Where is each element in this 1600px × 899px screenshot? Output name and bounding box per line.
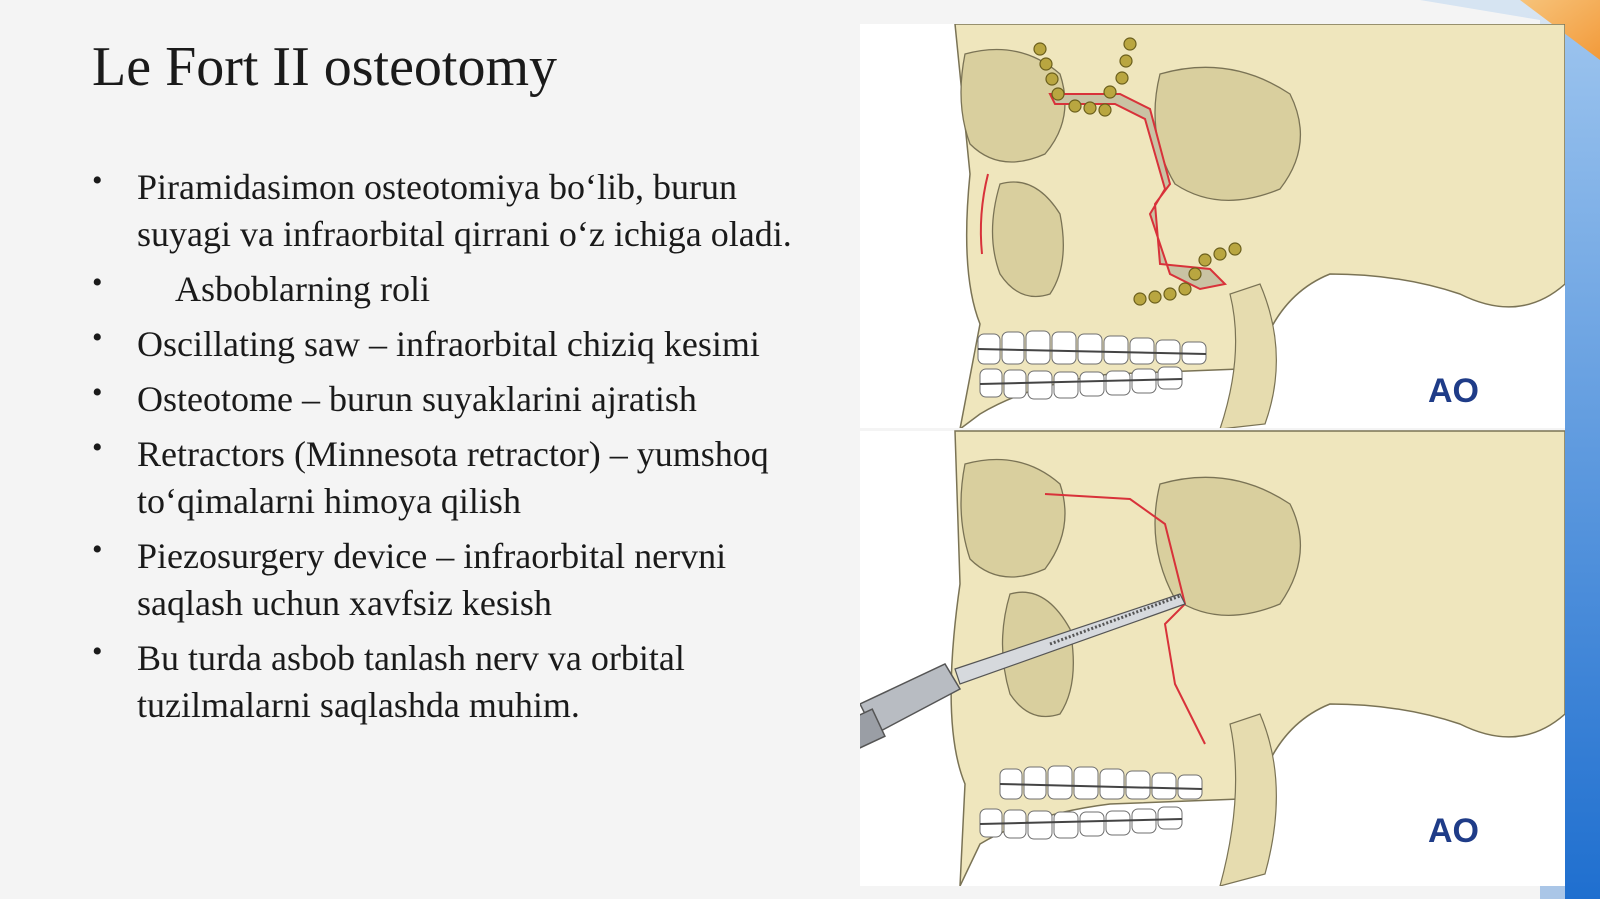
bullet-item: •Asboblarning roli: [92, 266, 430, 309]
bullet-list: •Piramidasimon osteotomiya bo‘lib, burun…: [92, 164, 792, 737]
bullet-item: •Bu turda asbob tanlash nerv va orbital …: [92, 635, 685, 725]
skull-saw-panel: AO: [860, 430, 1565, 886]
bullet-item: •Retractors (Minnesota retractor) – yums…: [92, 431, 769, 521]
slide-title: Le Fort II osteotomy: [92, 36, 558, 98]
bullet-dot-icon: •: [92, 376, 103, 409]
bullet-item: •Oscillating saw – infraorbital chiziq k…: [92, 321, 760, 364]
ao-logo-bottom: AO: [1428, 812, 1479, 850]
bullet-item: •Piezosurgery device – infraorbital nerv…: [92, 533, 727, 623]
bullet-dot-icon: •: [92, 164, 103, 197]
oscillating-saw-icon: [860, 593, 1186, 750]
ao-logo-top: AO: [1428, 372, 1479, 410]
bullet-item: •Osteotome – burun suyaklarini ajratish: [92, 376, 697, 419]
bullet-item: •Piramidasimon osteotomiya bo‘lib, burun…: [92, 164, 792, 254]
bullet-dot-icon: •: [92, 321, 103, 354]
bullet-dot-icon: •: [92, 266, 103, 299]
skull-illustration: AO: [860, 24, 1565, 886]
skull-plated-panel: AO: [860, 24, 1565, 431]
bullet-dot-icon: •: [92, 635, 103, 668]
bullet-dot-icon: •: [92, 533, 103, 566]
bullet-dot-icon: •: [92, 431, 103, 464]
